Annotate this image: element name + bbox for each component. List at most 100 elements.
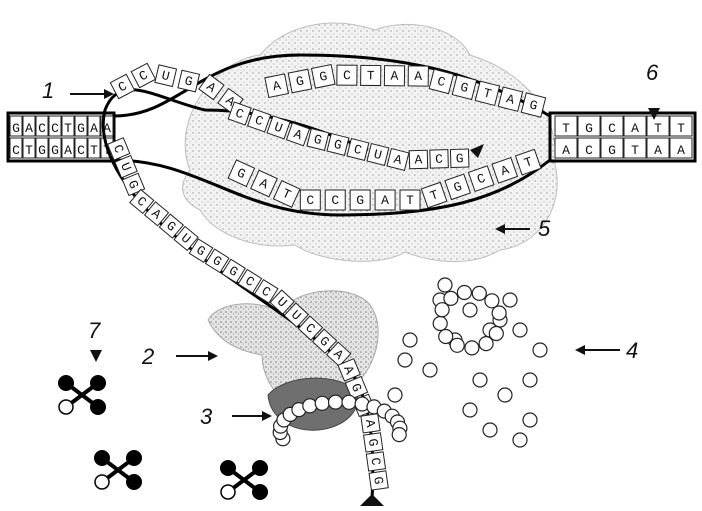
mrna-base-strand: G	[369, 471, 388, 490]
dna-base-loop-top: A	[384, 66, 404, 86]
polypeptide-amino-acid	[523, 373, 537, 387]
svg-text:A: A	[414, 152, 422, 167]
polypeptide-amino-acid	[433, 317, 447, 331]
svg-text:T: T	[654, 121, 662, 136]
dna-base-loop-top: A	[265, 74, 289, 98]
svg-text:C: C	[608, 121, 616, 136]
dna-base-loop-bottom: C	[300, 190, 320, 210]
polypeptide-amino-acid	[457, 286, 471, 300]
mrna-base-mid: G	[450, 149, 469, 168]
mrna-base-strand: A	[361, 414, 380, 433]
svg-text:A: A	[64, 143, 72, 158]
mrna-base-top: C	[131, 63, 155, 87]
svg-text:A: A	[381, 193, 389, 208]
polypeptide-amino-acid	[498, 388, 512, 402]
svg-text:C: C	[77, 143, 85, 158]
dna-base-loop-bottom: G	[350, 190, 370, 210]
dna-base-bottom-right: A	[555, 138, 577, 158]
mrna-base-mid: A	[409, 150, 428, 169]
dna-base-loop-top: G	[288, 69, 312, 93]
polypeptide-amino-acid	[492, 306, 506, 320]
svg-text:A: A	[90, 121, 98, 136]
dna-base-bottom-left: C	[75, 138, 87, 158]
dna-base-loop-bottom: T	[400, 190, 420, 210]
svg-text:T: T	[367, 68, 375, 83]
svg-text:T: T	[25, 143, 33, 158]
svg-text:T: T	[90, 143, 98, 158]
pointer-3-head	[262, 411, 272, 421]
polypeptide-amino-acid	[329, 395, 343, 409]
pointer-2-head	[208, 351, 218, 361]
polypeptide-amino-acid	[485, 294, 499, 308]
svg-text:G: G	[456, 151, 464, 166]
dna-base-loop-top: G	[452, 75, 476, 99]
dna-base-loop-top: A	[498, 87, 522, 111]
svg-text:T: T	[406, 193, 414, 208]
dna-base-top-left: G	[10, 116, 22, 136]
mrna-base-strand: G	[364, 433, 383, 452]
svg-text:A: A	[631, 121, 639, 136]
mrna-base-top: G	[178, 70, 200, 92]
svg-text:C: C	[12, 143, 20, 158]
svg-text:G: G	[77, 121, 85, 136]
svg-text:A: A	[562, 143, 570, 158]
label-6: 6	[646, 62, 658, 84]
dna-base-loop-top: T	[361, 65, 381, 85]
svg-text:C: C	[306, 193, 314, 208]
svg-text:T: T	[677, 121, 685, 136]
polypeptide-amino-acid	[303, 399, 317, 413]
mrna-base-top: U	[155, 65, 177, 87]
mrna-end-arrow	[360, 494, 384, 506]
polypeptide-amino-acid	[438, 278, 452, 292]
svg-text:G: G	[608, 143, 616, 158]
dna-base-top-right: T	[647, 116, 669, 136]
polypeptide-amino-acid	[479, 337, 493, 351]
label-5: 5	[538, 218, 550, 240]
svg-text:T: T	[562, 121, 570, 136]
dna-base-top-right: A	[624, 116, 646, 136]
label-1: 1	[42, 80, 54, 102]
dna-base-top-right: T	[670, 116, 692, 136]
dna-base-loop-top: G	[521, 93, 545, 117]
polypeptide-amino-acid	[392, 428, 406, 442]
dna-base-top-left: A	[23, 116, 35, 136]
polypeptide-amino-acid	[444, 291, 458, 305]
dna-base-top-left: A	[88, 116, 100, 136]
dna-base-bottom-right: T	[624, 138, 646, 158]
pointer-4-head	[575, 345, 585, 355]
svg-text:A: A	[390, 69, 398, 84]
svg-text:G: G	[585, 121, 593, 136]
dna-base-loop-top: C	[429, 69, 453, 93]
polypeptide-amino-acid	[513, 433, 527, 447]
polypeptide-amino-acid	[465, 341, 479, 355]
dna-base-bottom-right: G	[601, 138, 623, 158]
dna-base-bottom-right: A	[670, 138, 692, 158]
mrna-base-mid: C	[430, 150, 449, 169]
dna-base-loop-bottom: C	[325, 190, 345, 210]
svg-text:G: G	[51, 143, 59, 158]
dna-base-top-right: C	[601, 116, 623, 136]
svg-text:C: C	[38, 121, 46, 136]
polypeptide-amino-acid	[473, 373, 487, 387]
dna-base-bottom-right: C	[578, 138, 600, 158]
dna-base-top-left: T	[62, 116, 74, 136]
free-amino-acid-icon	[94, 450, 142, 490]
polypeptide-amino-acid	[472, 286, 486, 300]
svg-text:C: C	[435, 152, 443, 167]
svg-text:A: A	[414, 69, 422, 84]
dna-base-bottom-left: A	[62, 138, 74, 158]
pointer-7-head	[90, 350, 102, 362]
svg-text:T: T	[64, 121, 72, 136]
svg-text:C: C	[343, 68, 351, 83]
svg-text:T: T	[631, 143, 639, 158]
polypeptide-amino-acid	[450, 338, 464, 352]
svg-text:A: A	[25, 121, 33, 136]
label-3: 3	[200, 406, 212, 428]
dna-base-bottom-left: G	[36, 138, 48, 158]
svg-text:G: G	[38, 143, 46, 158]
polypeptide-amino-acid	[398, 353, 412, 367]
svg-text:C: C	[585, 143, 593, 158]
dna-base-bottom-right: A	[647, 138, 669, 158]
label-7: 7	[88, 320, 100, 342]
